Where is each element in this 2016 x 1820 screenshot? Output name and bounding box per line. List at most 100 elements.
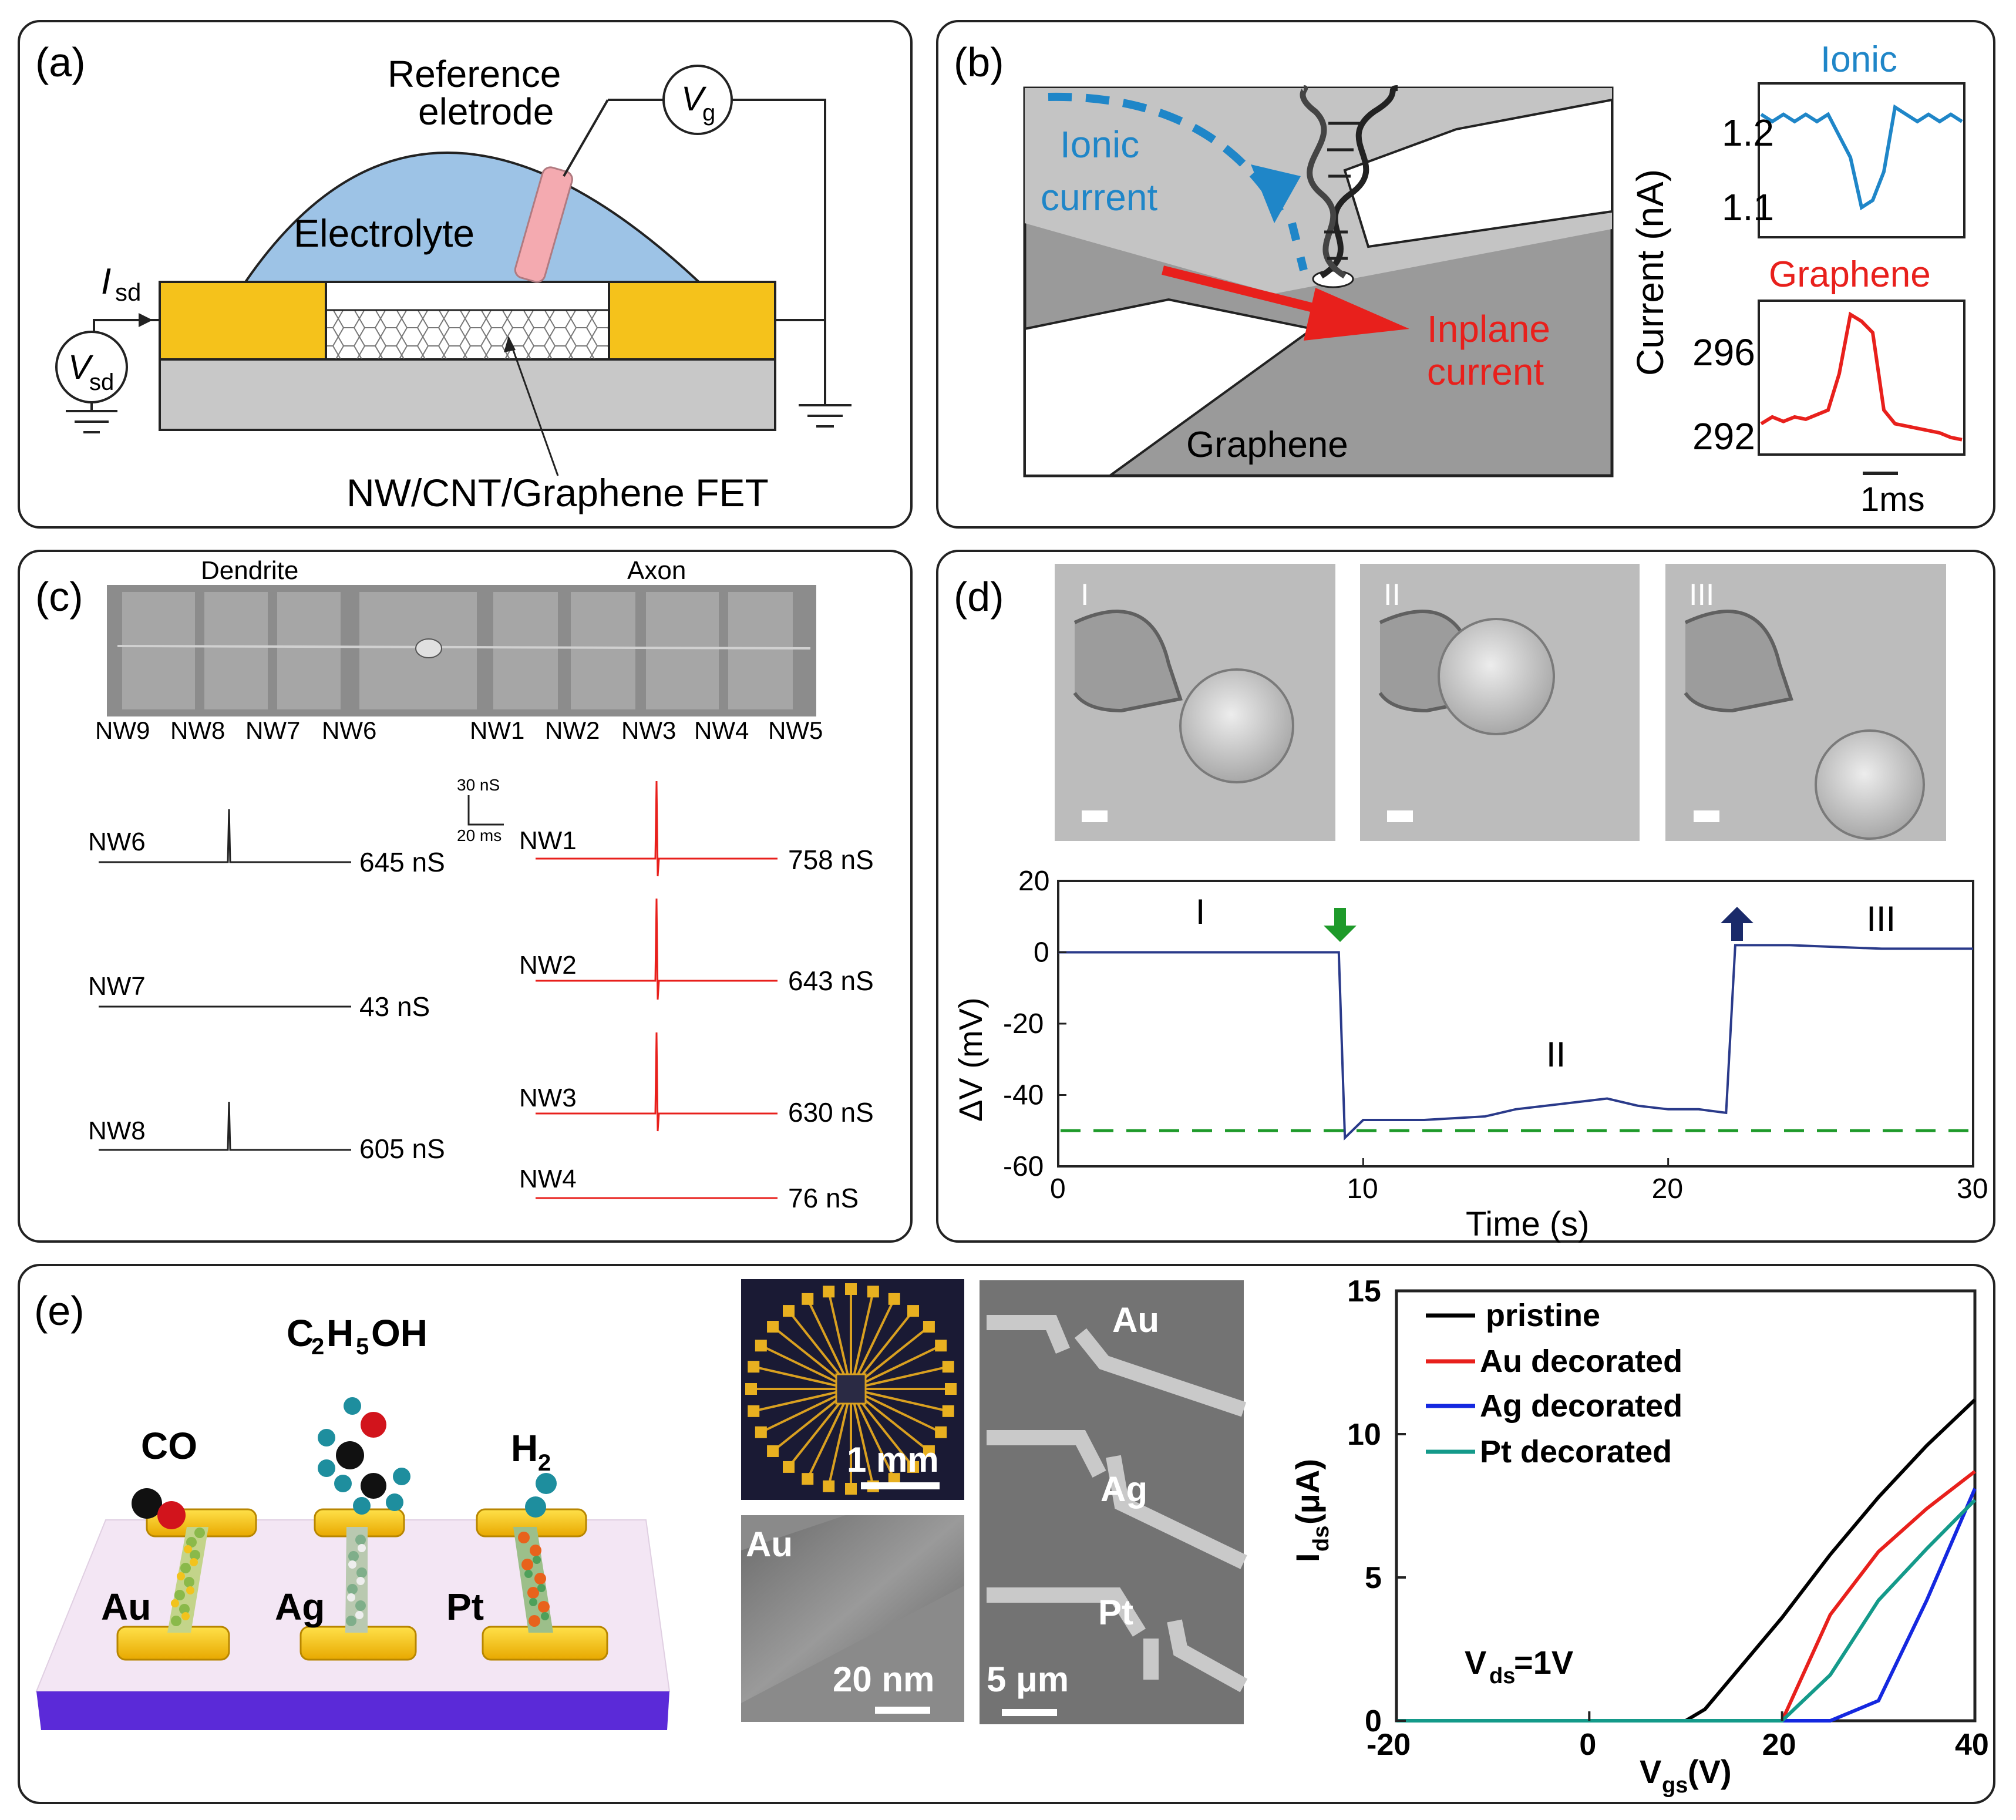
- time-scale-label: 1ms: [1860, 480, 1925, 519]
- trace-nw3: NW3 630 nS: [519, 1032, 874, 1132]
- ref-wire: [563, 99, 609, 177]
- trace-value: 758 nS: [788, 845, 874, 875]
- trace-nw8: NW8 605 nS: [88, 1101, 445, 1164]
- trace-value: 43 nS: [359, 991, 430, 1022]
- svg-text:5: 5: [356, 1334, 369, 1360]
- vsd-label: V: [68, 348, 94, 386]
- vgs-axis-label: V: [1640, 1753, 1661, 1790]
- pt-device: [476, 1473, 608, 1661]
- nw-label: NW5: [768, 716, 823, 744]
- time-axis-label: Time (s): [1466, 1205, 1589, 1243]
- electrolyte-dome: [243, 152, 702, 283]
- graphene-chart: [1760, 311, 1963, 442]
- graphene-chart-title: Graphene: [1769, 254, 1931, 295]
- electrolyte-label: Electrolyte: [294, 211, 474, 255]
- ids-axis-label: I ds (μA): [1289, 1459, 1334, 1562]
- trace-name: NW1: [519, 826, 577, 855]
- panel-e: (e): [18, 1264, 1995, 1804]
- trace-nw7: NW7 43 nS: [88, 972, 430, 1022]
- nw-label: NW7: [245, 716, 300, 744]
- panel-b-label: (b): [954, 39, 1004, 85]
- substrate: [159, 358, 776, 431]
- trace-line: [536, 1032, 778, 1132]
- eletrode-label: eletrode: [418, 90, 554, 133]
- nw-label: NW1: [470, 716, 524, 744]
- nw-label: NW6: [322, 716, 376, 744]
- reference-label: Reference: [388, 53, 561, 95]
- sem-label: Au: [1112, 1300, 1159, 1340]
- iv-series-line: [1396, 1499, 1977, 1723]
- nw-label: NW9: [95, 716, 150, 744]
- legend-label: Pt decorated: [1480, 1434, 1672, 1469]
- trace-value: 645 nS: [359, 847, 445, 877]
- ionic-series-line: [1760, 104, 1963, 211]
- nw-label: NW2: [545, 716, 600, 744]
- metal-label: Pt: [446, 1586, 484, 1628]
- isd-label: I: [101, 261, 111, 302]
- metal-label: Au: [101, 1586, 151, 1628]
- trace-nw4: NW4 76 nS: [519, 1165, 859, 1213]
- vsd-sub: sd: [89, 369, 114, 395]
- trace-name: NW4: [519, 1165, 577, 1193]
- svg-text:H: H: [327, 1312, 354, 1354]
- y-tick-label: -60: [1003, 1151, 1044, 1182]
- legend-label: Ag decorated: [1480, 1388, 1682, 1424]
- voltage-chart-frame: [1057, 880, 1974, 1168]
- panel-a: (a) V g V sd: [18, 20, 913, 529]
- y-tick-label: 20: [1018, 866, 1049, 897]
- panel-d-label: (d): [954, 574, 1004, 620]
- x-tick-label: 30: [1957, 1173, 1988, 1205]
- trace-line: [536, 898, 778, 1000]
- x-tick-label: 0: [1579, 1728, 1596, 1762]
- hydrogen-atom-icon: [536, 1473, 557, 1494]
- iv-chart-frame: [1395, 1289, 1977, 1723]
- vg-sub: g: [702, 100, 715, 126]
- carbon-atom-icon: [361, 1473, 386, 1499]
- pointer-arrow-icon: [504, 336, 516, 352]
- sem-scale-label: 5 μm: [987, 1660, 1069, 1699]
- image-label: III: [1689, 578, 1714, 612]
- source-electrode: [159, 281, 327, 361]
- y-tick-label: -20: [1003, 1008, 1044, 1039]
- ionic-tick-label: 1.1: [1722, 186, 1774, 228]
- region-label: III: [1866, 899, 1896, 938]
- oxygen-atom-icon: [157, 1501, 186, 1529]
- ionic-arrowhead-icon: [1251, 164, 1301, 223]
- trace-nw1: NW1 758 nS: [519, 781, 874, 877]
- inplane-current-label: current: [1427, 351, 1544, 393]
- graphene-gap-bottom: [1024, 298, 1315, 477]
- dendrite-label: Dendrite: [201, 556, 298, 585]
- voltage-series-line: [1058, 944, 1973, 1141]
- scale-y-label: 30 nS: [457, 776, 500, 794]
- inplane-label: Inplane: [1427, 308, 1550, 350]
- device-base: [36, 1691, 669, 1730]
- graphene-tick-label: 296: [1692, 331, 1755, 374]
- dna-icon: [1300, 85, 1398, 279]
- region-label: II: [1546, 1035, 1566, 1074]
- neurite: [117, 645, 811, 650]
- svg-text:gs: gs: [1662, 1773, 1688, 1798]
- drain-electrode: [608, 281, 776, 361]
- inplane-arrowhead-icon: [1304, 288, 1409, 341]
- x-tick-label: 20: [1652, 1173, 1683, 1205]
- svg-text:2: 2: [538, 1450, 551, 1476]
- sem-label: Pt: [1098, 1593, 1133, 1632]
- nw-label-row: NW9 NW8 NW7 NW6 NW1 NW2 NW3 NW4 NW5: [95, 716, 823, 744]
- chip-scale-label: 1 mm: [847, 1440, 939, 1479]
- current-arrow-icon: [139, 313, 153, 327]
- legend-label: pristine: [1486, 1298, 1600, 1333]
- svg-text:ds: ds: [1489, 1664, 1515, 1688]
- graphene-channel: [325, 309, 610, 361]
- y-tick-label: 10: [1347, 1418, 1381, 1452]
- x-tick-label: -20: [1367, 1728, 1411, 1762]
- trace-name: NW7: [88, 972, 146, 1001]
- panel-c: (c) Dendrite Axon NW9 NW8 NW7 NW6 NW1 NW…: [18, 550, 913, 1243]
- axon-label: Axon: [627, 556, 686, 585]
- up-arrow-icon: [1721, 907, 1754, 941]
- y-tick-label: 5: [1365, 1561, 1382, 1595]
- svg-text:I: I: [1289, 1553, 1326, 1562]
- electrodes-sem: Au Ag Pt 5 μm: [980, 1280, 1248, 1724]
